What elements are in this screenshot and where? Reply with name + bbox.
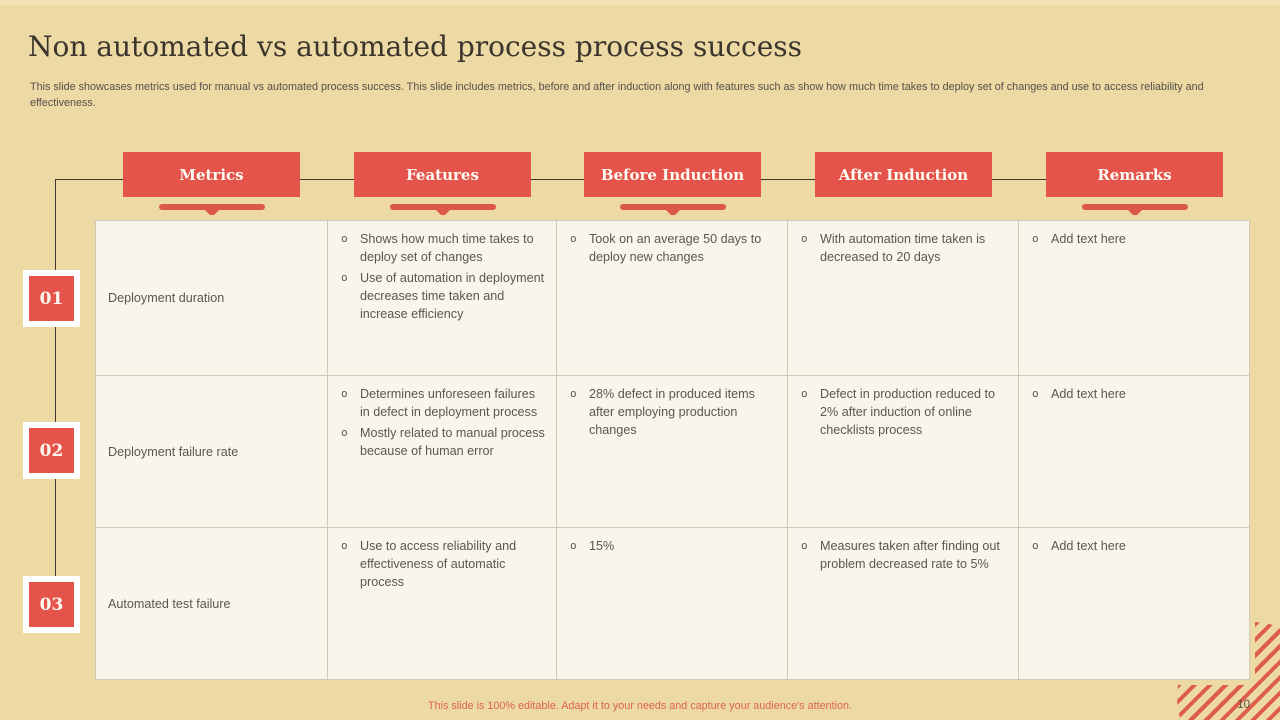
bullet-item: With automation time taken is decreased …	[796, 231, 1010, 267]
row-number-badge-02: 02	[23, 422, 80, 479]
table-cell-before-induction[interactable]: Took on an average 50 days to deploy new…	[557, 221, 788, 376]
header-underline-decoration	[158, 204, 265, 210]
table-cell-before-induction[interactable]: 15%	[557, 528, 788, 679]
header-underline-decoration	[389, 204, 496, 210]
bullet-item: Determines unforeseen failures in defect…	[336, 386, 548, 422]
row-number-badge-03: 03	[23, 576, 80, 633]
page-number: 10	[1237, 699, 1250, 711]
metric-label: Deployment duration	[108, 291, 225, 305]
bullet-item: Shows how much time takes to deploy set …	[336, 231, 548, 267]
table-cell-remarks[interactable]: Add text here	[1019, 528, 1250, 679]
table-cell-metric[interactable]: Deployment failure rate	[96, 376, 328, 528]
column-header-features: Features	[328, 152, 557, 210]
bullet-item: Took on an average 50 days to deploy new…	[565, 231, 779, 267]
table-cell-remarks[interactable]: Add text here	[1019, 221, 1250, 376]
bullet-item: Use of automation in deployment decrease…	[336, 270, 548, 324]
table-cell-features[interactable]: Shows how much time takes to deploy set …	[328, 221, 557, 376]
metric-label: Automated test failure	[108, 596, 231, 611]
header-underline-decoration	[619, 204, 726, 210]
table-cell-after-induction[interactable]: Measures taken after finding out problem…	[788, 528, 1019, 679]
top-edge-strip	[0, 0, 1280, 5]
table-cell-remarks[interactable]: Add text here	[1019, 376, 1250, 528]
footer-note: This slide is 100% editable. Adapt it to…	[427, 700, 852, 712]
comparison-table: Deployment duration Shows how much time …	[95, 220, 1250, 680]
table-cell-after-induction[interactable]: With automation time taken is decreased …	[788, 221, 1019, 376]
column-header-metrics: Metrics	[95, 152, 328, 210]
bullet-item: Add text here	[1027, 231, 1242, 249]
bullet-item: Add text here	[1027, 538, 1242, 556]
table-cell-before-induction[interactable]: 28% defect in produced items after emplo…	[557, 376, 788, 528]
page-title: Non automated vs automated process proce…	[28, 30, 803, 63]
bullet-item: Measures taken after finding out problem…	[796, 538, 1010, 574]
table-cell-metric[interactable]: Automated test failure	[96, 528, 328, 679]
table-cell-features[interactable]: Determines unforeseen failures in defect…	[328, 376, 557, 528]
row-number-badge-01: 01	[23, 270, 80, 327]
bullet-item: Defect in production reduced to 2% after…	[796, 386, 1010, 440]
metric-label: Deployment failure rate	[108, 444, 239, 459]
table-cell-metric[interactable]: Deployment duration	[96, 221, 328, 376]
column-header-after-induction: After Induction	[788, 152, 1019, 210]
slide-description: This slide showcases metrics used for ma…	[30, 81, 1204, 109]
header-underline-decoration	[1081, 204, 1188, 210]
bullet-item: Mostly related to manual process because…	[336, 425, 548, 461]
before-induction-header-button[interactable]: Before Induction	[584, 152, 761, 197]
bullet-item: 15%	[565, 538, 779, 556]
badge-connector-line	[55, 179, 56, 605]
bullet-item: Add text here	[1027, 386, 1242, 404]
table-cell-features[interactable]: Use to access reliability and effectiven…	[328, 528, 557, 679]
metrics-header-button[interactable]: Metrics	[123, 152, 300, 197]
remarks-header-button[interactable]: Remarks	[1046, 152, 1223, 197]
column-header-before-induction: Before Induction	[557, 152, 788, 210]
column-header-remarks: Remarks	[1019, 152, 1250, 210]
features-header-button[interactable]: Features	[354, 152, 531, 197]
table-cell-after-induction[interactable]: Defect in production reduced to 2% after…	[788, 376, 1019, 528]
after-induction-header-button[interactable]: After Induction	[815, 152, 992, 197]
bullet-item: 28% defect in produced items after emplo…	[565, 386, 779, 440]
bullet-item: Use to access reliability and effectiven…	[336, 538, 548, 592]
